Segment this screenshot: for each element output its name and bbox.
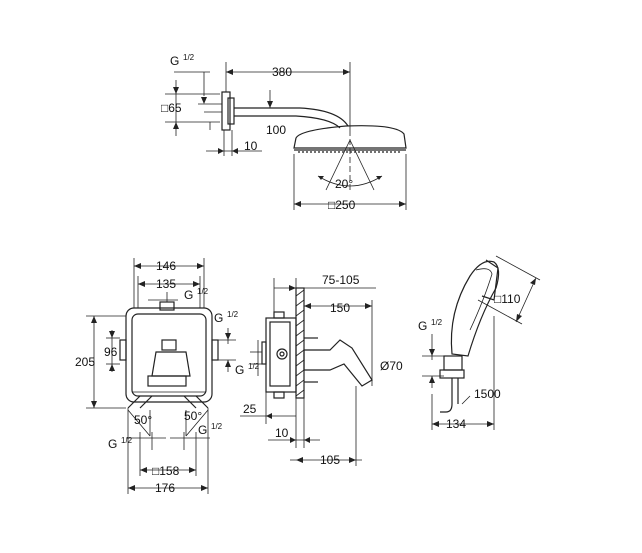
flange-plate: [227, 97, 235, 125]
mixer-plate: [125, 307, 213, 403]
mixer-box: [131, 313, 207, 397]
front-thread-bottom-left-fraction: 1/2: [121, 436, 133, 445]
mixer-side-view: 75-105 150 G 1/2 25 10 105: [235, 273, 376, 467]
front-thread-side-fraction: 1/2: [227, 310, 239, 319]
side-offset-25: 25: [243, 402, 257, 416]
spray-angle-label: 20°: [335, 177, 353, 191]
shower-head-body: [293, 125, 407, 149]
hand-head-square: □110: [494, 292, 521, 306]
shower-head-view: 20° G 1/2 □65 380 100 10: [161, 53, 407, 212]
hand-hose-length: 1500: [474, 387, 501, 401]
shower-arm: [234, 107, 349, 129]
front-height: 205: [75, 355, 95, 369]
hand-thread-fraction: 1/2: [431, 318, 443, 327]
side-depth-range: 75-105: [322, 273, 360, 287]
front-angle-right: 50°: [184, 409, 202, 423]
front-thread-bottom-right: G: [198, 423, 207, 437]
arm-length-label: 380: [272, 65, 292, 79]
hand-holder-diameter: Ø70: [380, 359, 403, 373]
wall-offset-label: 10: [244, 139, 258, 153]
front-inner-width: 135: [156, 277, 176, 291]
head-thread-label: G: [170, 54, 179, 68]
mixer-front-view: 146 135 G 1/2 G 1/2 205 96: [75, 258, 239, 495]
hose: [440, 378, 459, 413]
hand-shower-head: [450, 260, 500, 357]
front-plate-square: □158: [152, 464, 180, 478]
front-thread-side: G: [214, 311, 223, 325]
mixer-lever: [151, 351, 191, 377]
wall-holder: [443, 355, 463, 371]
front-thread-top-fraction: 1/2: [197, 287, 209, 296]
head-square-label: □250: [328, 198, 356, 212]
side-thread-label: G: [235, 363, 244, 377]
front-inner-height: 96: [104, 345, 118, 359]
side-lever: [303, 339, 373, 387]
front-bottom-width: 176: [155, 481, 175, 495]
side-offset-10: 10: [275, 426, 289, 440]
hand-thread-label: G: [418, 319, 427, 333]
spray-arc: [317, 175, 383, 187]
head-thread-fraction: 1/2: [183, 53, 195, 62]
front-thread-top: G: [184, 288, 193, 302]
head-height-label: 100: [266, 123, 286, 137]
front-overall-width: 146: [156, 259, 176, 273]
front-angle-left: 50°: [134, 413, 152, 427]
front-thread-bottom-right-fraction: 1/2: [211, 422, 223, 431]
side-projection: 150: [330, 301, 350, 315]
front-thread-bottom-left: G: [108, 437, 117, 451]
flange-square-label: □65: [161, 101, 182, 115]
side-thread-fraction: 1/2: [248, 362, 260, 371]
hand-holder-width: 134: [446, 417, 466, 431]
side-offset-105: 105: [320, 453, 340, 467]
hand-shower-view: □110 G 1/2 Ø70 1500 134: [380, 255, 541, 431]
